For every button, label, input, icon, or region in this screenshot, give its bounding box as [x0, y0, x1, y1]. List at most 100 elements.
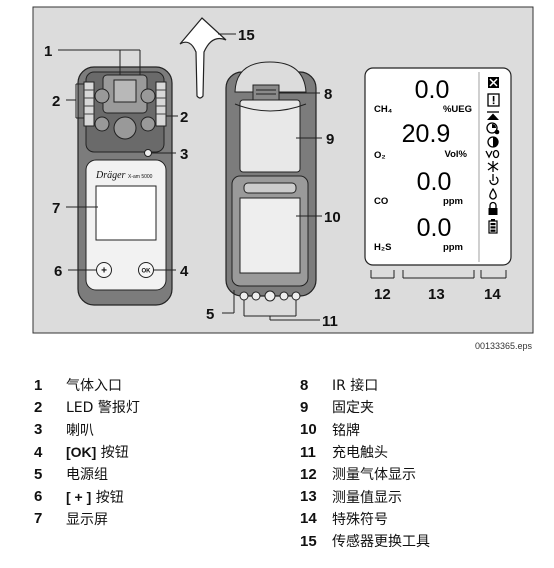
legend-item: 3 喇叭: [34, 419, 140, 441]
legend-text-main: 显示屏: [66, 511, 108, 528]
error-box-icon: [488, 77, 499, 88]
legend-text: 传感器更换工具: [332, 531, 430, 551]
horn: [144, 149, 152, 157]
front-view: Dräger X-am 5000 + OK: [77, 66, 173, 306]
legend-text-main: IR 接口: [332, 378, 379, 395]
legend-text-suffix: 按钮: [96, 445, 129, 462]
sensor-port-large: [113, 116, 137, 140]
callout-4: 4: [180, 263, 189, 280]
sensor-port: [140, 116, 156, 132]
legend-number: 2: [34, 398, 43, 416]
legend-text-main: 测量值显示: [332, 489, 402, 506]
callout-15: 15: [238, 27, 255, 44]
charging-contact: [264, 290, 276, 302]
callout-8: 8: [324, 86, 332, 103]
gas-inlet-inner: [113, 79, 137, 103]
lock-icon: [488, 201, 498, 215]
legend-number: 4: [34, 443, 43, 461]
row4-unit: ppm: [443, 242, 463, 253]
charging-contact: [239, 291, 249, 301]
legend-text: 喇叭: [66, 420, 94, 440]
pump-icon: [489, 174, 499, 186]
ok-button-label: OK: [142, 269, 152, 275]
legend-text: LED 警报灯: [66, 397, 140, 417]
legend-number: 7: [34, 510, 43, 528]
sensor-port: [140, 88, 156, 104]
brand-label: Dräger: [95, 170, 126, 181]
drop-icon: [489, 187, 497, 200]
legend-item: 12 测量气体显示: [300, 463, 430, 485]
legend-text: [ + ] 按钮: [66, 487, 124, 507]
legend-item: 10 铭牌: [300, 419, 430, 441]
legend-text-suffix: 按钮: [91, 489, 124, 506]
legend-text: 显示屏: [66, 509, 108, 529]
legend-number: 3: [34, 421, 43, 439]
legend-text: 充电触头: [332, 442, 388, 462]
legend-number: 9: [300, 398, 309, 416]
callout-1: 1: [44, 43, 52, 60]
ir-interface: [252, 84, 280, 102]
callout-13: 13: [428, 286, 445, 303]
sensor-port: [94, 116, 110, 132]
legend-text: 特殊符号: [332, 509, 388, 529]
legend-text-main: 电源组: [66, 467, 108, 484]
display-detail: 0.0 CH₄ %UEG 20.9 O₂ Vol% 0.0 CO ppm 0.0…: [364, 67, 512, 266]
legend-number: 10: [300, 421, 317, 439]
check-zero-icon: [485, 149, 500, 159]
charging-contact: [291, 291, 301, 301]
row1-value: 0.0: [415, 76, 450, 104]
legend-text-main: LED 警报灯: [66, 400, 140, 417]
legend-text-main: 特殊符号: [332, 511, 388, 528]
legend-text-main: 固定夹: [332, 400, 374, 417]
model-label: X-am 5000: [128, 174, 153, 180]
clip-top: [234, 103, 307, 112]
callout-2-right: 2: [180, 109, 188, 126]
half-circle-icon: [487, 136, 499, 148]
callout-7: 7: [52, 200, 60, 217]
legend-number: 8: [300, 376, 309, 394]
back-view: [225, 61, 317, 302]
callout-5: 5: [206, 306, 214, 323]
legend-number: 15: [300, 532, 317, 550]
legend-number: 14: [300, 510, 317, 528]
callout-9: 9: [326, 131, 334, 148]
legend-text: 测量值显示: [332, 487, 402, 507]
legend-text-main: 铭牌: [332, 422, 360, 439]
row3-unit: ppm: [443, 196, 463, 207]
back-slot: [243, 182, 297, 194]
legend-number: 6: [34, 488, 43, 506]
legend-item: 2 LED 警报灯: [34, 396, 140, 418]
led-alarm-right: [155, 81, 167, 127]
legend-text-main: 测量气体显示: [332, 467, 416, 484]
legend-number: 12: [300, 465, 317, 483]
row3-gas: CO: [374, 196, 388, 207]
legend-text-key: [ + ]: [66, 488, 92, 505]
legend-item: 15 传感器更换工具: [300, 530, 430, 552]
leader-lines: [58, 33, 507, 321]
row2-value: 20.9: [402, 120, 451, 148]
figure-id: 00133365.eps: [474, 341, 532, 351]
row2-gas: O₂: [374, 150, 386, 161]
sensor-tool: [179, 17, 227, 99]
legend-text: 测量气体显示: [332, 464, 416, 484]
nameplate: [239, 197, 301, 274]
charging-contact: [279, 291, 289, 301]
led-alarm-left: [83, 81, 95, 127]
legend-item: 7 显示屏: [34, 508, 140, 530]
legend-text: [OK] 按钮: [66, 442, 129, 462]
legend-text-key: [OK]: [66, 444, 97, 461]
row4-value: 0.0: [417, 214, 452, 242]
legend-text: IR 接口: [332, 375, 378, 395]
row1-unit: %UEG: [443, 104, 472, 115]
legend-item: 6 [ + ] 按钮: [34, 485, 140, 507]
legend-item: 14 特殊符号: [300, 508, 430, 530]
warning-box-icon: [487, 93, 500, 107]
legend-text: 铭牌: [332, 420, 360, 440]
legend-item: 9 固定夹: [300, 396, 430, 418]
fan-icon: [487, 161, 499, 172]
plus-button-label: +: [101, 266, 107, 277]
front-screen: [95, 185, 157, 241]
battery-icon: [488, 219, 498, 234]
clip: [239, 99, 301, 173]
